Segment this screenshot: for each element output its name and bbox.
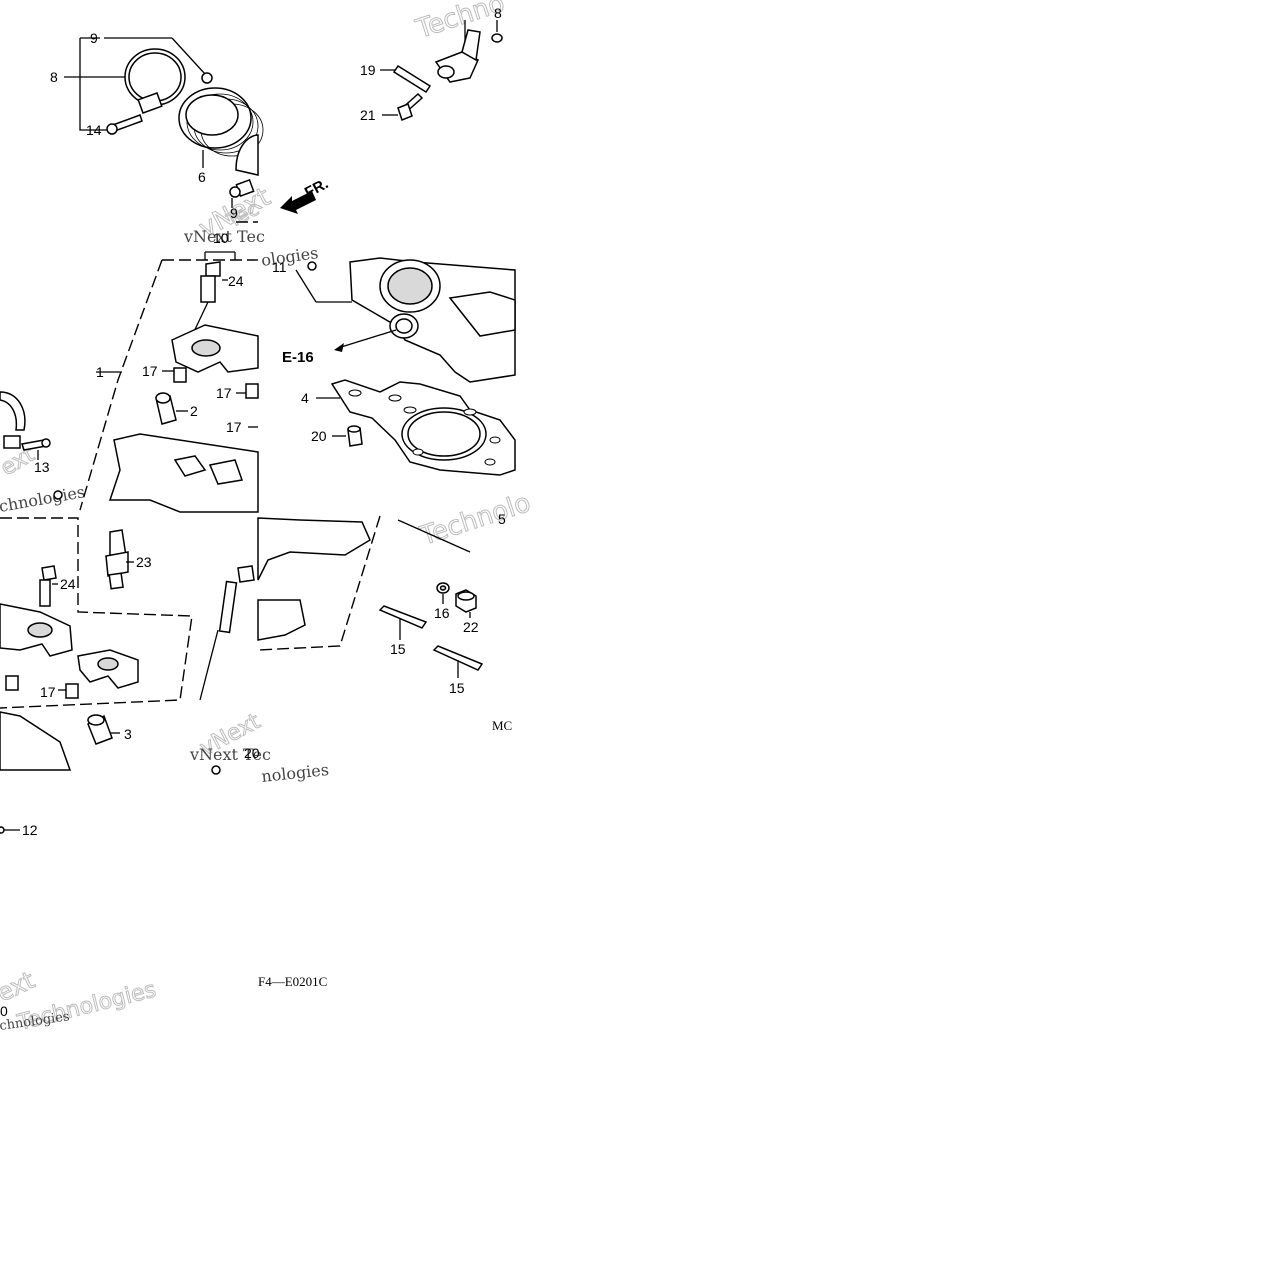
sensor-assembly (280, 20, 503, 214)
nut (211, 765, 221, 775)
callout-3: 3 (124, 726, 132, 742)
callout-24: 24 (60, 576, 76, 592)
callout-0: 0 (0, 1003, 8, 1019)
callout-11: 11 (272, 259, 287, 275)
callout-17: 17 (40, 684, 56, 700)
watermark-text: ext (0, 966, 39, 1007)
callout-6: 6 (198, 169, 206, 185)
callout-19: 19 (360, 62, 376, 78)
callout-20: 20 (311, 428, 327, 444)
callout-13: 13 (34, 459, 50, 475)
cylinder-head-rear (0, 517, 255, 771)
clamp-assembly (64, 37, 264, 223)
cylinder-head-front (0, 251, 259, 513)
watermark-text: vNext Tec (183, 227, 265, 246)
watermark-text: vNext Tec (189, 745, 271, 764)
watermark-text: chnologies (0, 482, 86, 516)
callout-14: 14 (86, 122, 102, 138)
callout-17: 17 (226, 419, 242, 435)
studs-and-nuts (257, 515, 484, 678)
callout-2: 2 (190, 403, 198, 419)
callout-22: 22 (463, 619, 479, 635)
callout-12: 12 (22, 822, 38, 838)
callout-9: 9 (230, 205, 238, 221)
callout-17: 17 (216, 385, 232, 401)
callout-9: 9 (90, 30, 98, 46)
callout-1: 1 (96, 364, 104, 380)
diagram-code: F4—E0201C (258, 974, 327, 989)
watermark-text: Technolo (416, 488, 534, 552)
reference-label: E-16 (282, 349, 314, 366)
callout-23: 23 (136, 554, 152, 570)
callout-20: 20 (244, 745, 260, 761)
callout-17: 17 (142, 363, 158, 379)
callout-8: 8 (50, 69, 58, 85)
callout-10: 10 (213, 230, 229, 246)
intake-port-and-gasket (295, 257, 516, 476)
callout-21: 21 (360, 107, 376, 123)
callout-24: 24 (228, 273, 244, 289)
callout-15: 15 (390, 641, 406, 657)
front-arrow-icon (280, 191, 316, 214)
callout-5: 5 (498, 511, 506, 527)
callout-16: 16 (434, 605, 450, 621)
callout-8: 8 (494, 5, 502, 21)
model-code: MC (492, 718, 512, 733)
callout-15: 15 (449, 680, 465, 696)
lower-fragment (0, 826, 20, 834)
callout-4: 4 (301, 390, 309, 406)
